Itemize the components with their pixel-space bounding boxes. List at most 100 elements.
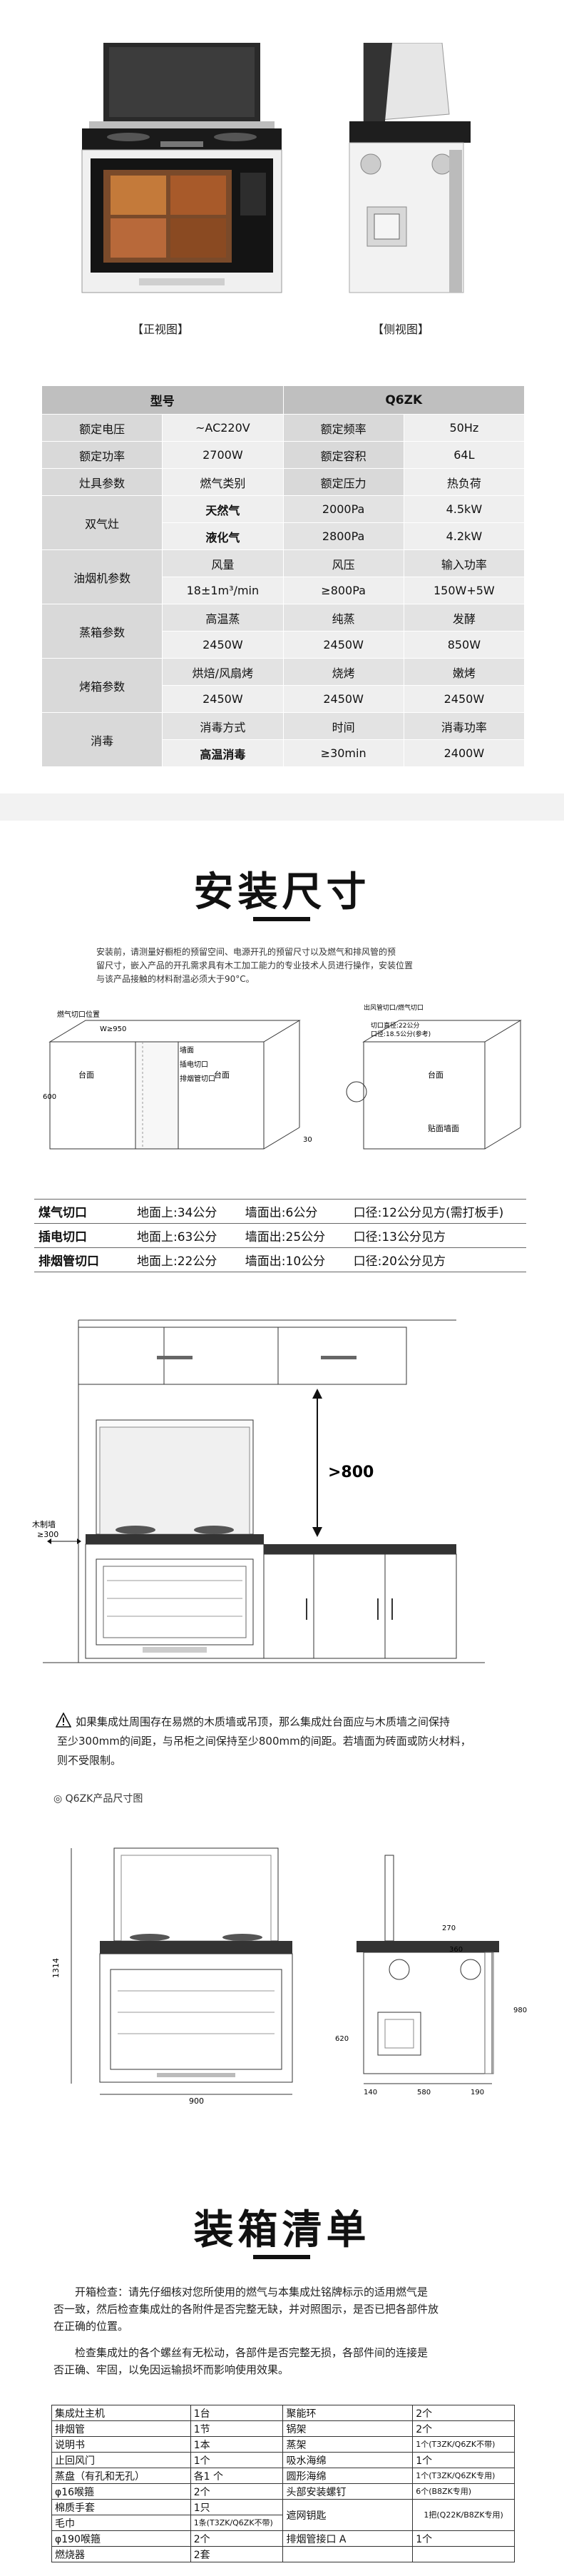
spec-cell: 烧烤 bbox=[282, 658, 404, 686]
packing-cell: 2个 bbox=[412, 2420, 515, 2437]
side-view-caption: 【侧视图】 bbox=[372, 323, 430, 336]
spec-cell: 2450W bbox=[403, 685, 525, 713]
size-d-label: 600 bbox=[43, 1093, 56, 1101]
install-intro-line: 安装前，请测量好橱柜的预留空间、电源开孔的预留尺寸以及燃气和排风管的预 bbox=[96, 947, 396, 957]
install-intro-line: 与该产品接触的材料耐温必须大于90°C。 bbox=[96, 974, 255, 984]
packing-cell: 2个 bbox=[190, 2483, 284, 2500]
front-view-caption: 【正视图】 bbox=[132, 323, 190, 336]
spec-cell: 烤箱参数 bbox=[41, 658, 163, 713]
spec-cell: 2000Pa bbox=[282, 495, 404, 523]
cut-cell: 地面上:63公分 bbox=[133, 1223, 241, 1248]
spec-cell: 双气灶 bbox=[41, 495, 163, 550]
packing-cell: 排烟管 bbox=[51, 2420, 191, 2437]
section-divider-band bbox=[0, 793, 564, 821]
packing-title-underline bbox=[253, 2255, 310, 2259]
spec-cell: 嫩烤 bbox=[403, 658, 525, 686]
packing-cell: 6个(B8ZK专用) bbox=[412, 2483, 515, 2500]
packing-cell: φ16喉箍 bbox=[51, 2483, 191, 2500]
spec-row: 高温消毒 ≥30min 2400W bbox=[42, 739, 525, 767]
cut-row: 排烟管切口 地面上:22公分 墙面出:10公分 口径:20公分见方 bbox=[34, 1247, 526, 1272]
spec-cell: 4.5kW bbox=[403, 495, 525, 523]
packing-cell: 2个 bbox=[190, 2530, 284, 2547]
spec-cell: 额定功率 bbox=[41, 441, 163, 469]
dim-side-bottom-2: 580 bbox=[417, 2089, 431, 2096]
packing-cell: 排烟管接口 A bbox=[282, 2530, 414, 2547]
spec-cell: 时间 bbox=[282, 712, 404, 740]
cut-cell: 地面上:34公分 bbox=[133, 1199, 241, 1224]
spec-cell: 2700W bbox=[162, 441, 284, 469]
install-section-title: 安装尺寸 bbox=[193, 869, 371, 916]
spec-cell: 风量 bbox=[162, 549, 284, 577]
packing-cell: 2个 bbox=[412, 2405, 515, 2421]
dim-side-bottom-3: 190 bbox=[471, 2089, 484, 2096]
dim-width-label: 900 bbox=[189, 2096, 204, 2105]
socket-cut-label: 插电切口 bbox=[180, 1060, 208, 1069]
spec-cell: 高温消毒 bbox=[162, 739, 284, 767]
spec-table-wrap: 型号 Q6ZK 额定电压 ~AC220V 额定频率 50Hz 额定功率 2700… bbox=[41, 385, 525, 767]
spec-header-model: Q6ZK bbox=[282, 385, 525, 415]
spec-cell: 油烟机参数 bbox=[41, 549, 163, 604]
spec-row: 油烟机参数 风量 风压 输入功率 bbox=[41, 549, 525, 604]
product-views: 【正视图】 【侧视图】 bbox=[0, 0, 564, 357]
cut-cell: 口径:13公分见方 bbox=[349, 1223, 526, 1248]
counter-label-mid: 台面 bbox=[214, 1070, 230, 1080]
packing-row: 排烟管 1节 锅架 2个 bbox=[51, 2420, 515, 2437]
cut-cell: 排烟管切口 bbox=[34, 1247, 133, 1272]
cut-cell: 口径:20公分见方 bbox=[349, 1247, 526, 1272]
cut-row: 插电切口 地面上:63公分 墙面出:25公分 口径:13公分见方 bbox=[34, 1223, 526, 1248]
dim-side-low: 620 bbox=[335, 2035, 349, 2043]
spec-cell: 2450W bbox=[162, 685, 284, 713]
spec-cell: 灶具参数 bbox=[41, 468, 163, 496]
spec-cell: 850W bbox=[403, 631, 525, 659]
dim-side-top: 270 bbox=[442, 1925, 456, 1932]
cut-cell: 墙面出:6公分 bbox=[240, 1199, 349, 1224]
spec-header-row: 型号 Q6ZK bbox=[41, 385, 525, 415]
cut-cell: 墙面出:25公分 bbox=[240, 1223, 349, 1248]
packing-section-title: 装箱清单 bbox=[193, 2207, 371, 2253]
cut-cell: 地面上:22公分 bbox=[133, 1247, 241, 1272]
wall-label: 墙面 bbox=[180, 1045, 194, 1055]
side-view-image bbox=[349, 43, 471, 293]
spec-cell: 2400W bbox=[403, 739, 525, 767]
packing-intro-line: 检查集成灶的各个螺丝有无松动，各部件是否完整无损，各部件间的连接是 bbox=[75, 2346, 429, 2359]
packing-row: 棉质手套 1只 遮网钥匙 1把(Q22K/B8ZK专用) bbox=[51, 2499, 515, 2531]
spec-row: 液化气 2800Pa 4.2kW bbox=[42, 522, 525, 550]
spec-cell: 18±1m³/min bbox=[162, 577, 284, 604]
cut-cell: 插电切口 bbox=[34, 1223, 133, 1248]
packing-row: 毛巾 1条(T3ZK/Q6ZK不带) bbox=[51, 2515, 515, 2531]
packing-list-table: 集成灶主机 1台 聚能环 2个 排烟管 1节 锅架 2个 说明书 1本 蒸架 1… bbox=[51, 2405, 515, 2562]
packing-cell: 吸水海绵 bbox=[282, 2452, 414, 2468]
packing-intro-2: 检查集成灶的各个螺丝有无松动，各部件是否完整无损，各部件间的连接是 否正确、牢固… bbox=[53, 2344, 524, 2378]
dim-side-mid: 360 bbox=[449, 1946, 463, 1954]
install-intro: 安装前，请测量好橱柜的预留空间、电源开孔的预留尺寸以及燃气和排风管的预 留尺寸，… bbox=[96, 945, 496, 986]
cut-cell: 口径:12公分见方(需打板手) bbox=[349, 1199, 526, 1224]
packing-cell: 1个(T3ZK/Q6ZK专用) bbox=[412, 2468, 515, 2484]
packing-cell: 1节 bbox=[190, 2420, 284, 2437]
packing-intro-line: 否正确、牢固，以免因运输损坏而影响使用效果。 bbox=[53, 2363, 289, 2376]
spec-header-label: 型号 bbox=[41, 385, 284, 415]
dimension-caption: ◎ Q6ZK产品尺寸图 bbox=[53, 1793, 143, 1805]
packing-cell: 锅架 bbox=[282, 2420, 414, 2437]
spec-row: 2450W 2450W 2450W bbox=[42, 685, 525, 713]
packing-cell: 蒸盘（有孔和无孔） bbox=[51, 2468, 191, 2484]
spec-row: 蒸箱参数 高温蒸 纯蒸 发酵 bbox=[41, 604, 525, 659]
spec-cell: 64L bbox=[403, 441, 525, 469]
packing-cell: 集成灶主机 bbox=[51, 2405, 191, 2421]
cut-position-table: 煤气切口 地面上:34公分 墙面出:6公分 口径:12公分见方(需打板手) 插电… bbox=[34, 1199, 526, 1272]
height-clearance-label: >800 bbox=[328, 1464, 374, 1481]
cut-cell: 墙面出:10公分 bbox=[240, 1247, 349, 1272]
spec-cell: 150W+5W bbox=[403, 577, 525, 604]
spec-cell: 2450W bbox=[282, 631, 404, 659]
packing-cell: 说明书 bbox=[51, 2436, 191, 2453]
packing-cell: 1台 bbox=[190, 2405, 284, 2421]
packing-cell: 1把(Q22K/B8ZK专用) bbox=[412, 2499, 515, 2531]
spec-table: 型号 Q6ZK 额定电压 ~AC220V 额定频率 50Hz 额定功率 2700… bbox=[41, 385, 525, 767]
product-dimension-drawing: 1314 900 270 360 980 620 140 580 190 bbox=[51, 1847, 527, 2105]
spec-row: 18±1m³/min ≥800Pa 150W+5W bbox=[42, 577, 525, 604]
spec-cell: ≥30min bbox=[282, 739, 404, 767]
packing-cell: 止回风门 bbox=[51, 2452, 191, 2468]
spec-cell: 发酵 bbox=[403, 604, 525, 632]
right-wall-label: 贴面墙面 bbox=[428, 1123, 459, 1133]
right-counter-label: 台面 bbox=[428, 1070, 443, 1080]
